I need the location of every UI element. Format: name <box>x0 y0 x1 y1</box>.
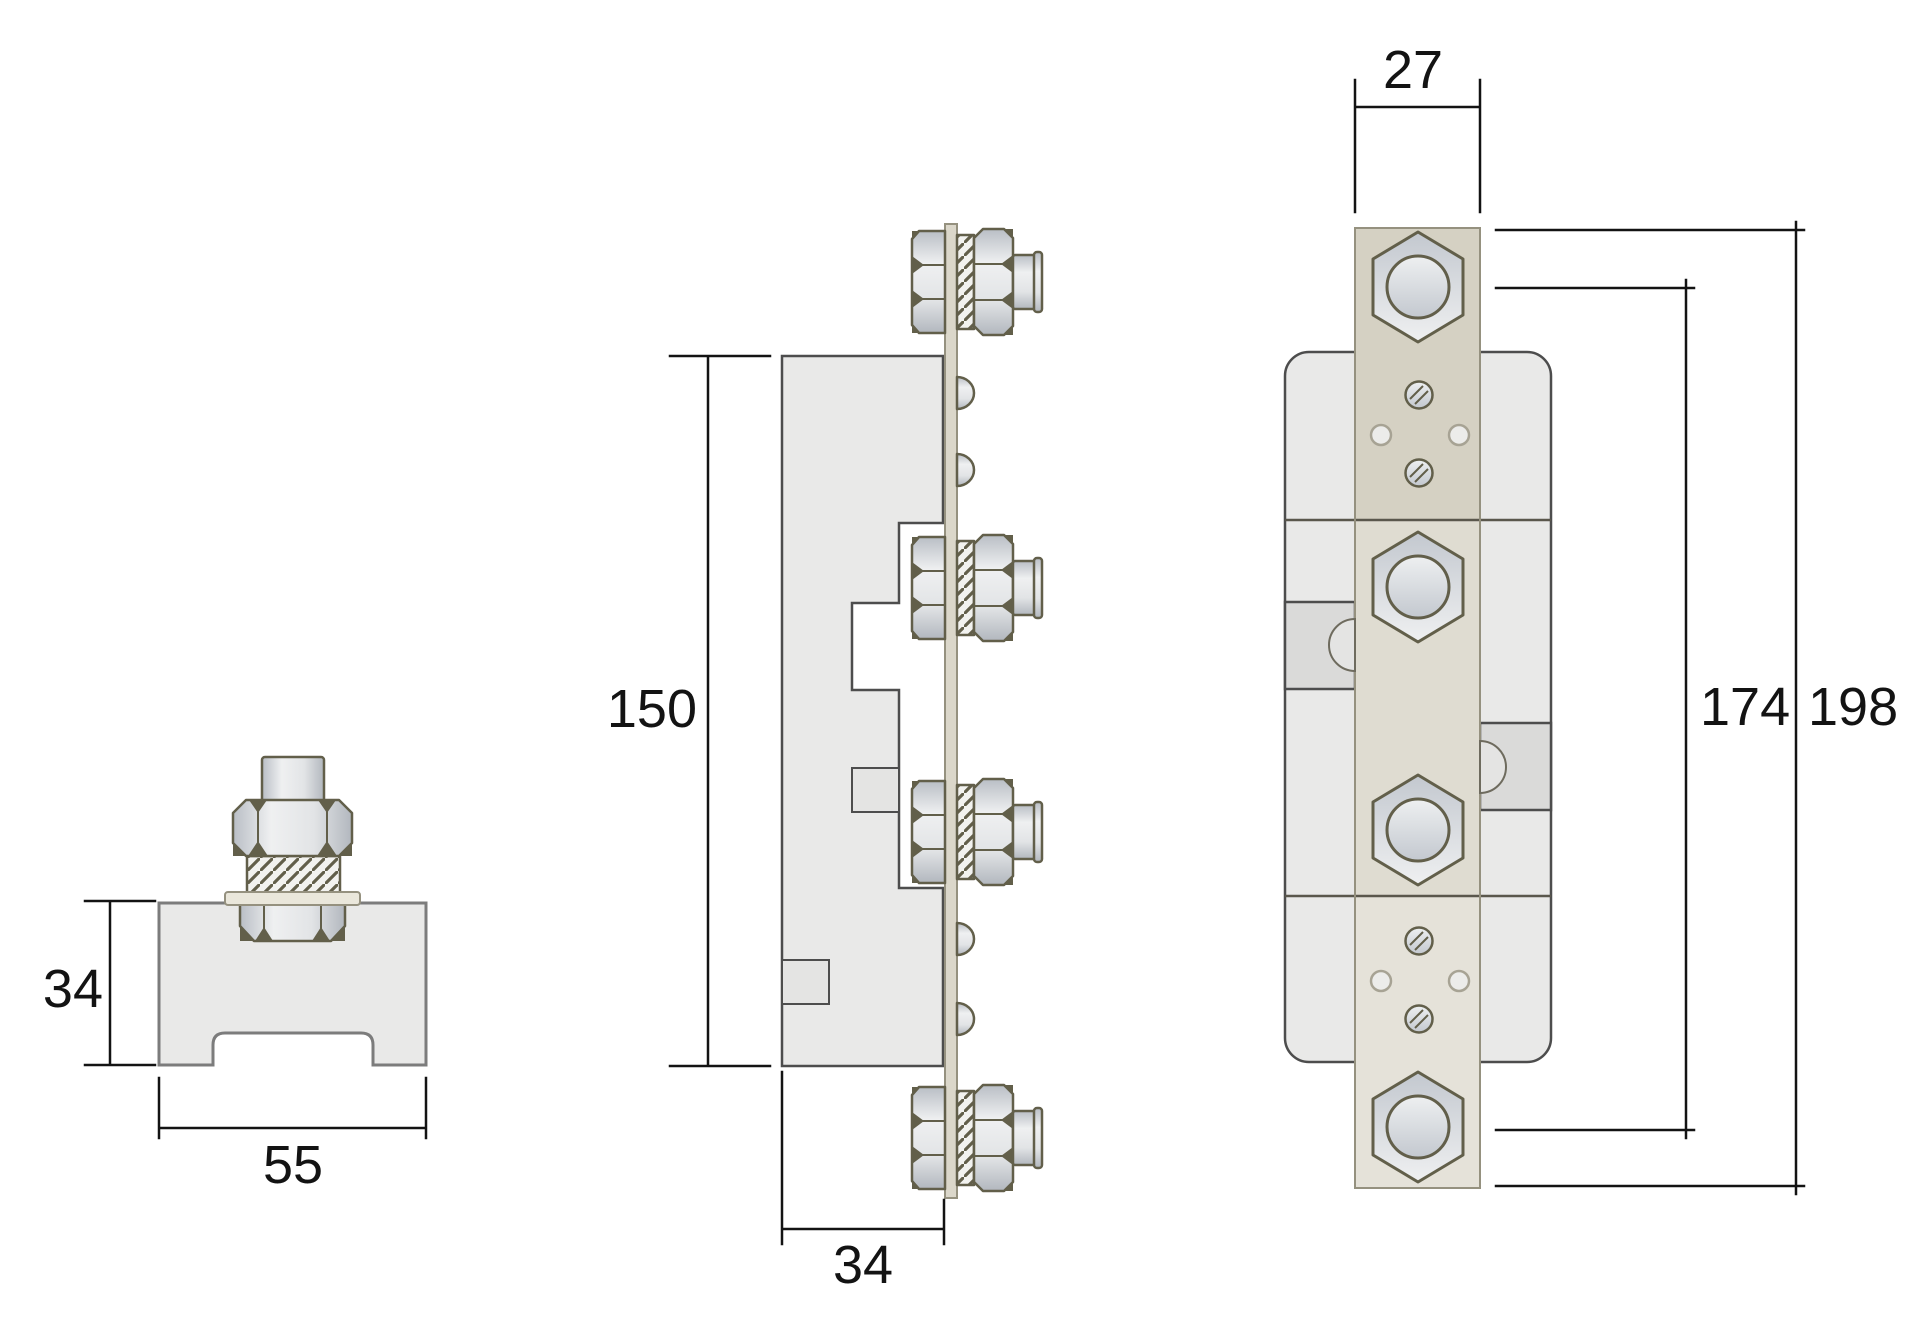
right-tab-hole <box>1479 739 1507 795</box>
contact-bump <box>955 375 976 411</box>
contact-bump <box>955 452 976 488</box>
busbar-outline <box>1354 227 1481 1189</box>
body-foot-detail <box>781 959 830 1005</box>
dimension-side-height: 150 <box>607 354 772 1068</box>
hex-nut-side <box>231 798 354 858</box>
dim-end-height-label: 34 <box>43 959 103 1019</box>
dimension-inner-span: 174 <box>1494 278 1790 1140</box>
clamp-bolt-2 <box>910 533 1044 643</box>
contact-bump <box>955 921 976 957</box>
dimension-side-depth: 34 <box>780 1070 946 1295</box>
clamp-block <box>157 901 428 1067</box>
dim-overall-span-label: 198 <box>1808 677 1898 737</box>
contact-bump <box>955 1001 976 1037</box>
end-view: 34 55 <box>43 755 428 1195</box>
side-view: 150 34 <box>607 223 1044 1295</box>
left-tab-hole <box>1328 617 1356 673</box>
embedded-hex-head <box>238 902 347 943</box>
bolt-shank <box>260 755 326 805</box>
dim-bar-width-label: 27 <box>1383 40 1443 100</box>
dim-end-width-label: 55 <box>263 1135 323 1195</box>
busbar-plate-front <box>1355 228 1480 1188</box>
busbar-plate-side <box>944 223 958 1199</box>
dimension-overall-span: 198 <box>1494 220 1898 1196</box>
washer <box>224 891 361 906</box>
mounting-bolt <box>224 755 361 943</box>
clamp-bolt-4 <box>910 1083 1044 1193</box>
dimension-end-width: 55 <box>157 1076 428 1195</box>
clamp-body-profile <box>780 354 945 1068</box>
dim-side-height-label: 150 <box>607 679 697 739</box>
dim-side-depth-label: 34 <box>833 1235 893 1295</box>
dimension-bar-width: 27 <box>1353 40 1482 214</box>
front-view: 27 174 198 <box>1283 40 1898 1196</box>
dim-inner-span-label: 174 <box>1700 677 1790 737</box>
dimension-end-height: 34 <box>43 899 157 1067</box>
body-tab <box>851 767 900 813</box>
clamp-bolt-1 <box>910 227 1044 337</box>
clamp-bolt-3 <box>910 777 1044 887</box>
